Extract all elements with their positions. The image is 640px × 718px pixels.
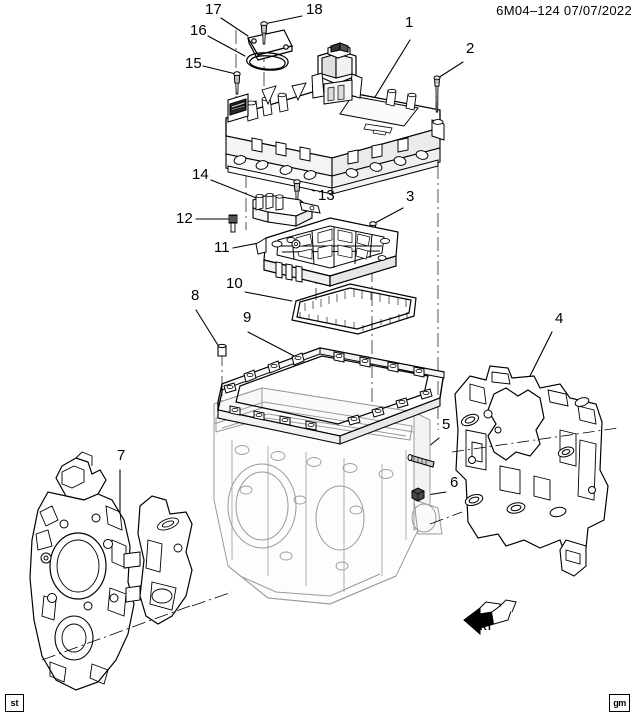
engine-block-phantom	[213, 387, 443, 605]
callout-1: 1	[405, 14, 414, 31]
part-4-mounting-bracket-right	[451, 365, 619, 577]
part-10-pan-gasket	[291, 283, 417, 335]
callout-7: 7	[117, 447, 126, 464]
part-15-bolt-cover-left	[233, 71, 241, 95]
callout-17: 17	[205, 1, 222, 18]
part-12-bolt-small	[228, 214, 238, 233]
callout-18: 18	[306, 1, 323, 18]
gm-logo-badge: gm	[609, 694, 630, 712]
callout-13: 13	[318, 187, 335, 204]
callout-3: 3	[406, 188, 415, 205]
front-direction-arrow-icon	[463, 599, 517, 636]
part-7-housing-bracket-left	[29, 451, 193, 691]
callout-4: 4	[555, 310, 564, 327]
part-11-filter-screen-plate	[255, 217, 399, 287]
document-header: 6M04–124 07/07/2022	[496, 3, 632, 18]
part-9-carrier-plate-gasket	[217, 347, 445, 445]
callout-6: 6	[450, 474, 459, 491]
callout-12: 12	[176, 210, 193, 227]
part-2-bolt-long-right	[433, 75, 441, 113]
callout-10: 10	[226, 275, 243, 292]
callout-14: 14	[192, 166, 209, 183]
part-16-cover-seal-oring	[246, 52, 289, 71]
callout-2: 2	[466, 40, 475, 57]
callout-16: 16	[190, 22, 207, 39]
centerline-block-to-part7	[191, 591, 233, 607]
callout-8: 8	[191, 287, 200, 304]
part-5-stud-pin	[407, 454, 435, 468]
callout-15: 15	[185, 55, 202, 72]
part-6-nut-fastener	[411, 487, 425, 502]
callout-9: 9	[243, 309, 252, 326]
front-direction-label: FRT	[474, 622, 492, 633]
part-1-control-module-assembly	[225, 42, 445, 195]
part-14-solenoid-connector-bracket	[252, 192, 321, 227]
callout-11: 11	[214, 239, 230, 256]
st-badge: st	[5, 694, 24, 712]
part-8-dowel-pin-small	[217, 343, 227, 357]
callout-5: 5	[442, 416, 451, 433]
centerline-block-to-bracket4	[429, 511, 463, 525]
